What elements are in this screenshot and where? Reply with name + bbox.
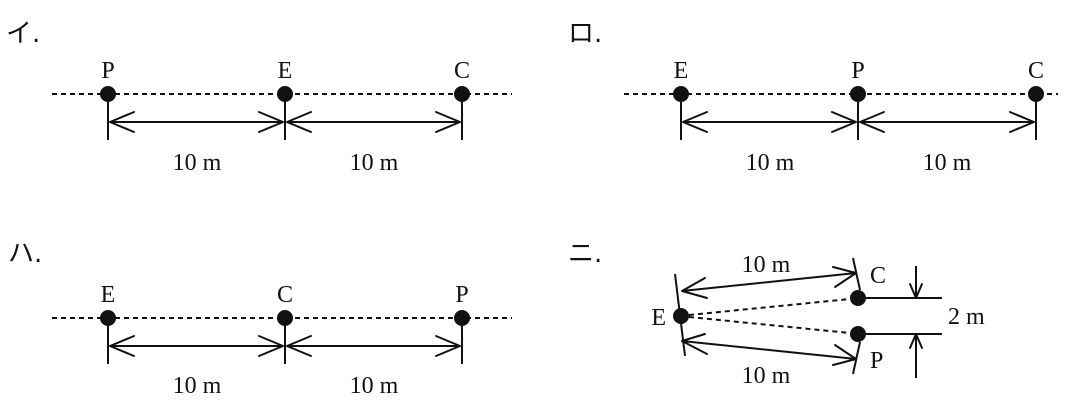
- panel-d-dimension-gap: [866, 266, 942, 378]
- panel-c-dimension-arrow-1: [109, 335, 284, 357]
- panel-d-dimension-arrow-ec: [681, 266, 857, 299]
- panel-a-header: イ.: [6, 19, 40, 49]
- panel-c-electrode-3: [454, 310, 470, 326]
- panel-c-electrode-1: [100, 310, 116, 326]
- panel-c-label-3: P: [455, 282, 468, 308]
- panel-a-label-3: C: [454, 58, 470, 84]
- panel-a-label-2: E: [278, 58, 293, 84]
- panel-c-label-1: E: [101, 282, 116, 308]
- panel-c-label-2: C: [277, 282, 293, 308]
- panel-a-electrode-1: [100, 86, 116, 102]
- panel-a-distance-1: 10 m: [173, 150, 222, 176]
- panel-b-label-3: C: [1028, 58, 1044, 84]
- panel-b-label-2: P: [851, 58, 864, 84]
- panel-d-distance-cp: 2 m: [948, 304, 985, 330]
- panel-d-wire-ec: [688, 298, 851, 316]
- panel-d-label-c: C: [870, 263, 886, 289]
- panel-b-electrode-2: [850, 86, 866, 102]
- panel-c: ハ. E C P 10 m 10 m: [8, 239, 512, 399]
- panel-d-label-e: E: [651, 305, 666, 331]
- panel-a: イ. P E C 10 m 10 m: [6, 19, 512, 176]
- panel-d-electrode-p: [850, 326, 866, 342]
- panel-c-header: ハ.: [8, 239, 42, 269]
- panel-a-electrode-2: [277, 86, 293, 102]
- panel-c-distance-1: 10 m: [173, 373, 222, 399]
- panel-d-tick-p: [852, 341, 861, 375]
- panel-b-distance-2: 10 m: [923, 150, 972, 176]
- panel-c-dimension-arrow-2: [286, 335, 461, 357]
- panel-d: ニ. E C P 10 m 10 m: [568, 239, 985, 389]
- panel-d-tick-c: [852, 257, 861, 291]
- panel-a-dimension-arrow-1: [109, 111, 284, 133]
- panel-a-electrode-3: [454, 86, 470, 102]
- panel-b-electrode-1: [673, 86, 689, 102]
- panel-b-dimension-arrow-2: [859, 111, 1035, 133]
- panel-b-label-1: E: [674, 58, 689, 84]
- panel-a-dimension-arrow-2: [286, 111, 461, 133]
- panel-b-electrode-3: [1028, 86, 1044, 102]
- panel-b-dimension-arrow-1: [682, 111, 857, 133]
- panel-d-dimension-arrow-ep: [681, 333, 857, 366]
- panel-c-distance-2: 10 m: [350, 373, 399, 399]
- panel-d-label-p: P: [870, 348, 883, 374]
- panel-a-label-1: P: [101, 58, 114, 84]
- panel-a-distance-2: 10 m: [350, 150, 399, 176]
- panel-b-header: ロ.: [568, 19, 602, 49]
- panel-b-distance-1: 10 m: [746, 150, 795, 176]
- panel-d-distance-ec: 10 m: [742, 252, 791, 278]
- panel-d-header: ニ.: [568, 239, 602, 269]
- panel-d-wire-ep: [688, 316, 851, 334]
- panel-d-distance-ep: 10 m: [742, 363, 791, 389]
- panel-c-electrode-2: [277, 310, 293, 326]
- panel-d-electrode-c: [850, 290, 866, 306]
- panel-b: ロ. E P C 10 m 10 m: [568, 19, 1058, 176]
